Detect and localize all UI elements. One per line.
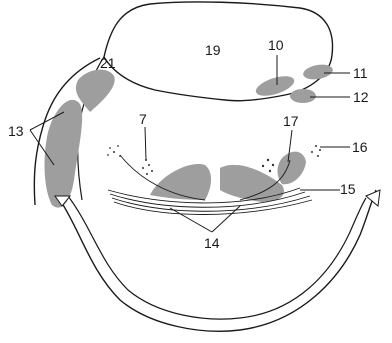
label-16: 16 [352,139,368,155]
region-12 [290,89,316,103]
stipple-dot [117,145,119,147]
label-21: 21 [100,55,116,71]
label-12: 12 [353,89,369,105]
stipple-dot [272,164,274,166]
stipple-dot [317,155,319,157]
label-19: 19 [205,42,221,58]
label-13: 13 [8,123,24,139]
stipple-dot [142,167,144,169]
label-7: 7 [139,111,147,127]
right-hatch [366,190,380,206]
stipple-left-cluster [113,151,115,153]
label-17: 17 [283,113,299,129]
stipple-dot [148,164,150,166]
stipple-dot [107,154,109,156]
region-17 [278,152,307,185]
stipple-dot [146,173,148,175]
leader-7 [145,127,146,160]
label-11: 11 [353,65,368,81]
stipple-dot [315,145,317,147]
region-21 [76,70,115,112]
stipple-dot [267,159,269,161]
stipple-dot [269,170,271,172]
stipple-dot [319,149,321,151]
label-15: 15 [340,181,356,197]
leader-14b [212,206,240,232]
stipple-dot [311,151,313,153]
stipple-dot [262,165,264,167]
label-10: 10 [268,37,284,53]
stipple-dot [151,170,153,172]
stipple-dot [109,147,111,149]
region-13 [45,100,83,208]
label-14: 14 [204,235,220,251]
